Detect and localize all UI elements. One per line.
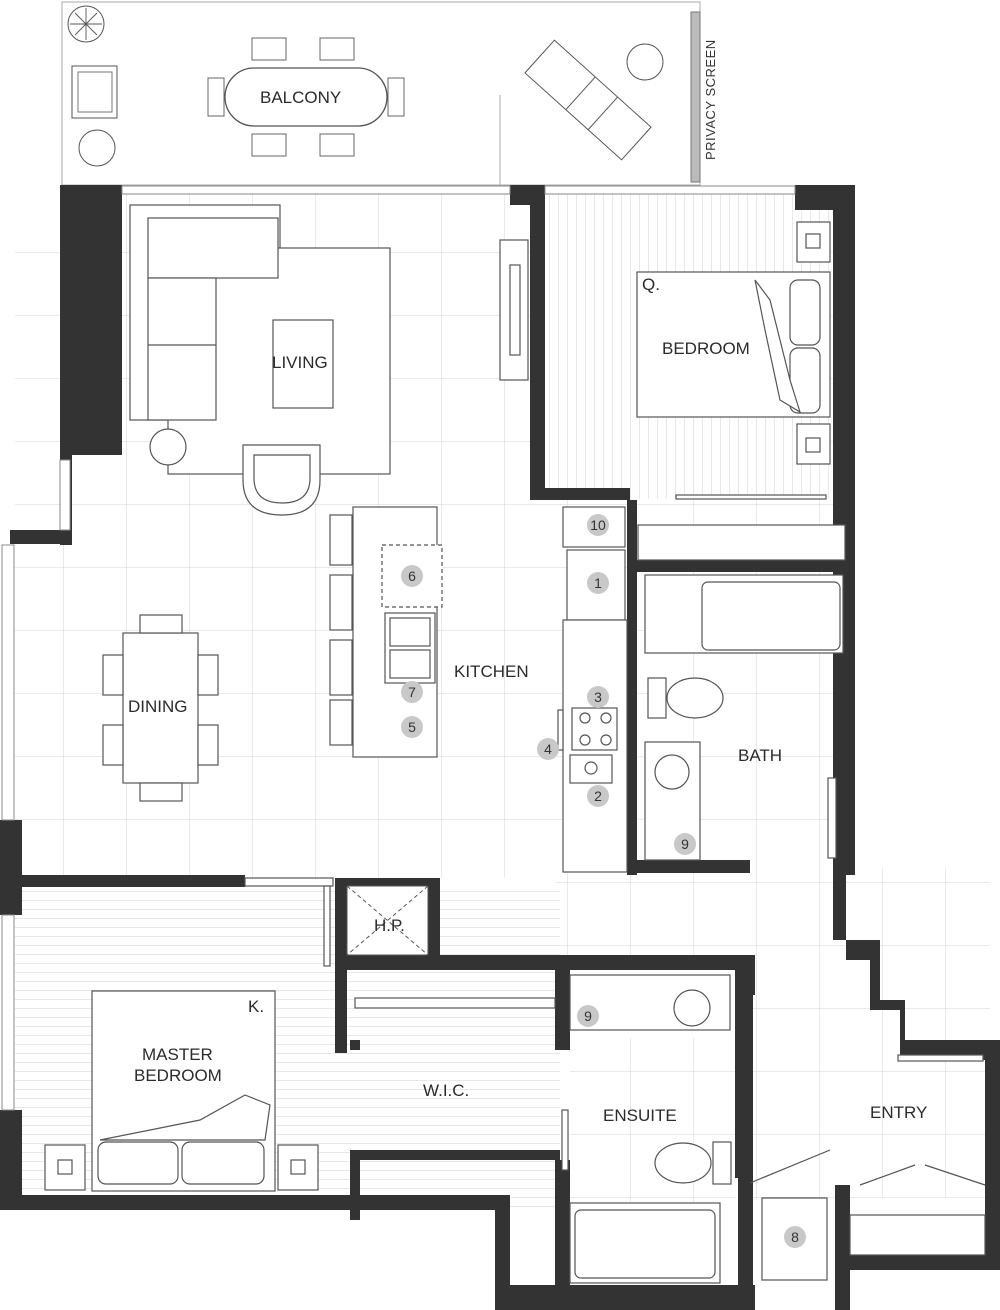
bedroom-bed-size: Q. bbox=[642, 275, 660, 294]
bedroom-label: BEDROOM bbox=[662, 339, 750, 358]
privacy-screen bbox=[690, 11, 701, 183]
kitchen-label: KITCHEN bbox=[454, 662, 529, 681]
bath-label: BATH bbox=[738, 746, 783, 765]
marker-1: 1 bbox=[587, 572, 609, 594]
master-bedroom-label-line1: MASTER bbox=[142, 1045, 213, 1064]
bedroom-furniture bbox=[636, 221, 846, 561]
walls bbox=[0, 185, 1000, 1310]
marker-6: 6 bbox=[401, 565, 423, 587]
marker-5: 5 bbox=[401, 716, 423, 738]
marker-8: 8 bbox=[784, 1226, 806, 1248]
balcony-table bbox=[224, 67, 388, 127]
privacy-screen-label: PRIVACY SCREEN bbox=[703, 39, 718, 160]
balcony-area bbox=[61, 1, 701, 186]
marker-9-ensuite: 9 bbox=[577, 1005, 599, 1027]
marker-10: 10 bbox=[587, 514, 609, 536]
marker-9-bath: 9 bbox=[674, 833, 696, 855]
wic-label: W.I.C. bbox=[423, 1081, 470, 1100]
hp-closet bbox=[346, 885, 429, 956]
dining-furniture bbox=[102, 614, 219, 802]
marker-4: 4 bbox=[537, 738, 559, 760]
balcony-label: BALCONY bbox=[260, 88, 342, 107]
ensuite-label: ENSUITE bbox=[603, 1106, 677, 1125]
entry-label: ENTRY bbox=[870, 1103, 928, 1122]
living-furniture bbox=[129, 204, 529, 516]
master-furniture bbox=[44, 877, 556, 1192]
kitchen-fixtures bbox=[329, 506, 628, 873]
bath-fixtures bbox=[644, 574, 844, 861]
hp-label: H.P. bbox=[374, 916, 405, 935]
windows bbox=[1, 185, 796, 1111]
living-label: LIVING bbox=[272, 353, 328, 372]
marker-3: 3 bbox=[587, 686, 609, 708]
dining-label: DINING bbox=[128, 697, 188, 716]
master-bed-size: K. bbox=[248, 997, 265, 1016]
marker-7: 7 bbox=[401, 681, 423, 703]
marker-2: 2 bbox=[587, 785, 609, 807]
master-bedroom-label-line2: BEDROOM bbox=[134, 1066, 222, 1085]
